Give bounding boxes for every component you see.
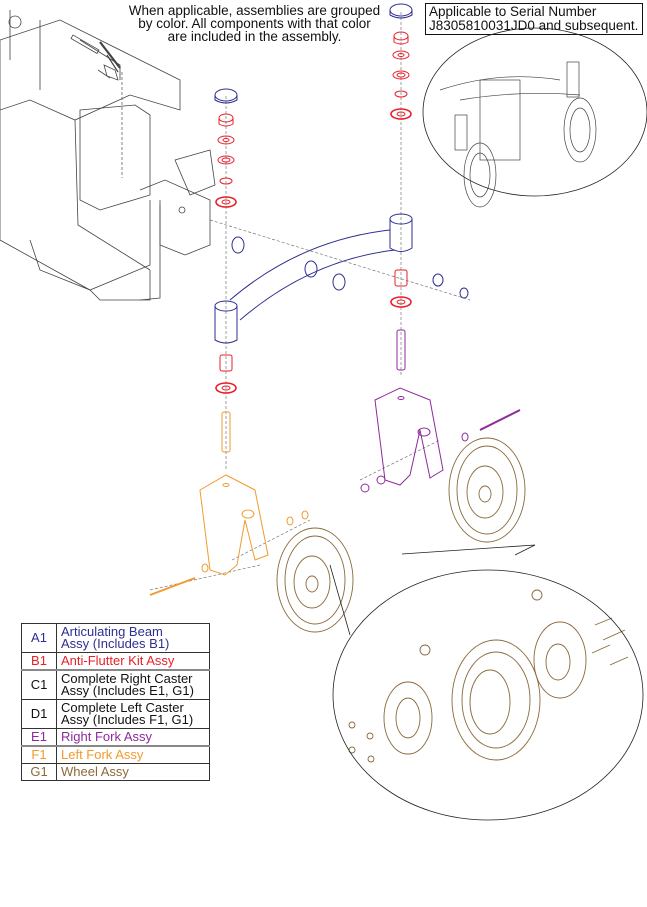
wheel-assembly	[276, 437, 629, 763]
note-line-2: by color. All components with that color	[138, 16, 371, 31]
legend-code: F1	[21, 745, 57, 764]
legend-label-line: Left Fork Assy	[61, 747, 144, 762]
serial-line-2: J8305810031JD0 and subsequent.	[429, 18, 639, 33]
legend-label-line: Assy (Includes E1, G1)	[61, 683, 194, 698]
legend-label-line: Anti-Flutter Kit Assy	[61, 653, 175, 668]
legend-code: G1	[21, 763, 57, 781]
detail-caster-view	[439, 61, 597, 208]
legend-label-line: Assy (Includes B1)	[61, 636, 170, 651]
serial-line-1: Applicable to Serial Number	[429, 4, 597, 19]
assembly-color-note: When applicable, assemblies are grouped …	[92, 3, 417, 44]
note-line-3: are included in the assembly.	[167, 29, 342, 44]
legend-label-line: Complete Right Caster	[61, 671, 193, 686]
legend-label: Anti-Flutter Kit Assy	[56, 652, 210, 671]
legend-code: A1	[21, 623, 57, 653]
legend-row: E1 Right Fork Assy	[21, 728, 210, 747]
legend-label-line: Articulating Beam	[61, 624, 163, 639]
legend-code: C1	[21, 669, 57, 700]
anti-flutter-kit	[215, 31, 412, 394]
note-line-1: When applicable, assemblies are grouped	[128, 3, 381, 18]
axis-lines	[149, 12, 471, 591]
articulating-beam	[214, 3, 469, 344]
legend-label-line: Wheel Assy	[61, 764, 129, 779]
left-fork	[149, 411, 309, 596]
right-fork	[360, 329, 521, 493]
legend-label: Right Fork Assy	[56, 728, 210, 747]
detail-callouts	[329, 27, 647, 821]
base-frame	[0, 10, 216, 301]
legend-row: B1 Anti-Flutter Kit Assy	[21, 652, 210, 671]
legend-label: Left Fork Assy	[56, 745, 210, 764]
legend-label-line: Complete Left Caster	[61, 700, 184, 715]
legend-code: B1	[21, 652, 57, 671]
legend-code: E1	[21, 728, 57, 747]
legend-code: D1	[21, 699, 57, 729]
legend-row: F1 Left Fork Assy	[21, 745, 210, 764]
legend-label-line: Right Fork Assy	[61, 729, 153, 744]
legend-row: G1 Wheel Assy	[21, 763, 210, 781]
legend-label: Wheel Assy	[56, 763, 210, 781]
legend-label-line: Assy (Includes F1, G1)	[61, 712, 194, 727]
serial-number-box: Applicable to Serial Number J8305810031J…	[425, 3, 643, 35]
